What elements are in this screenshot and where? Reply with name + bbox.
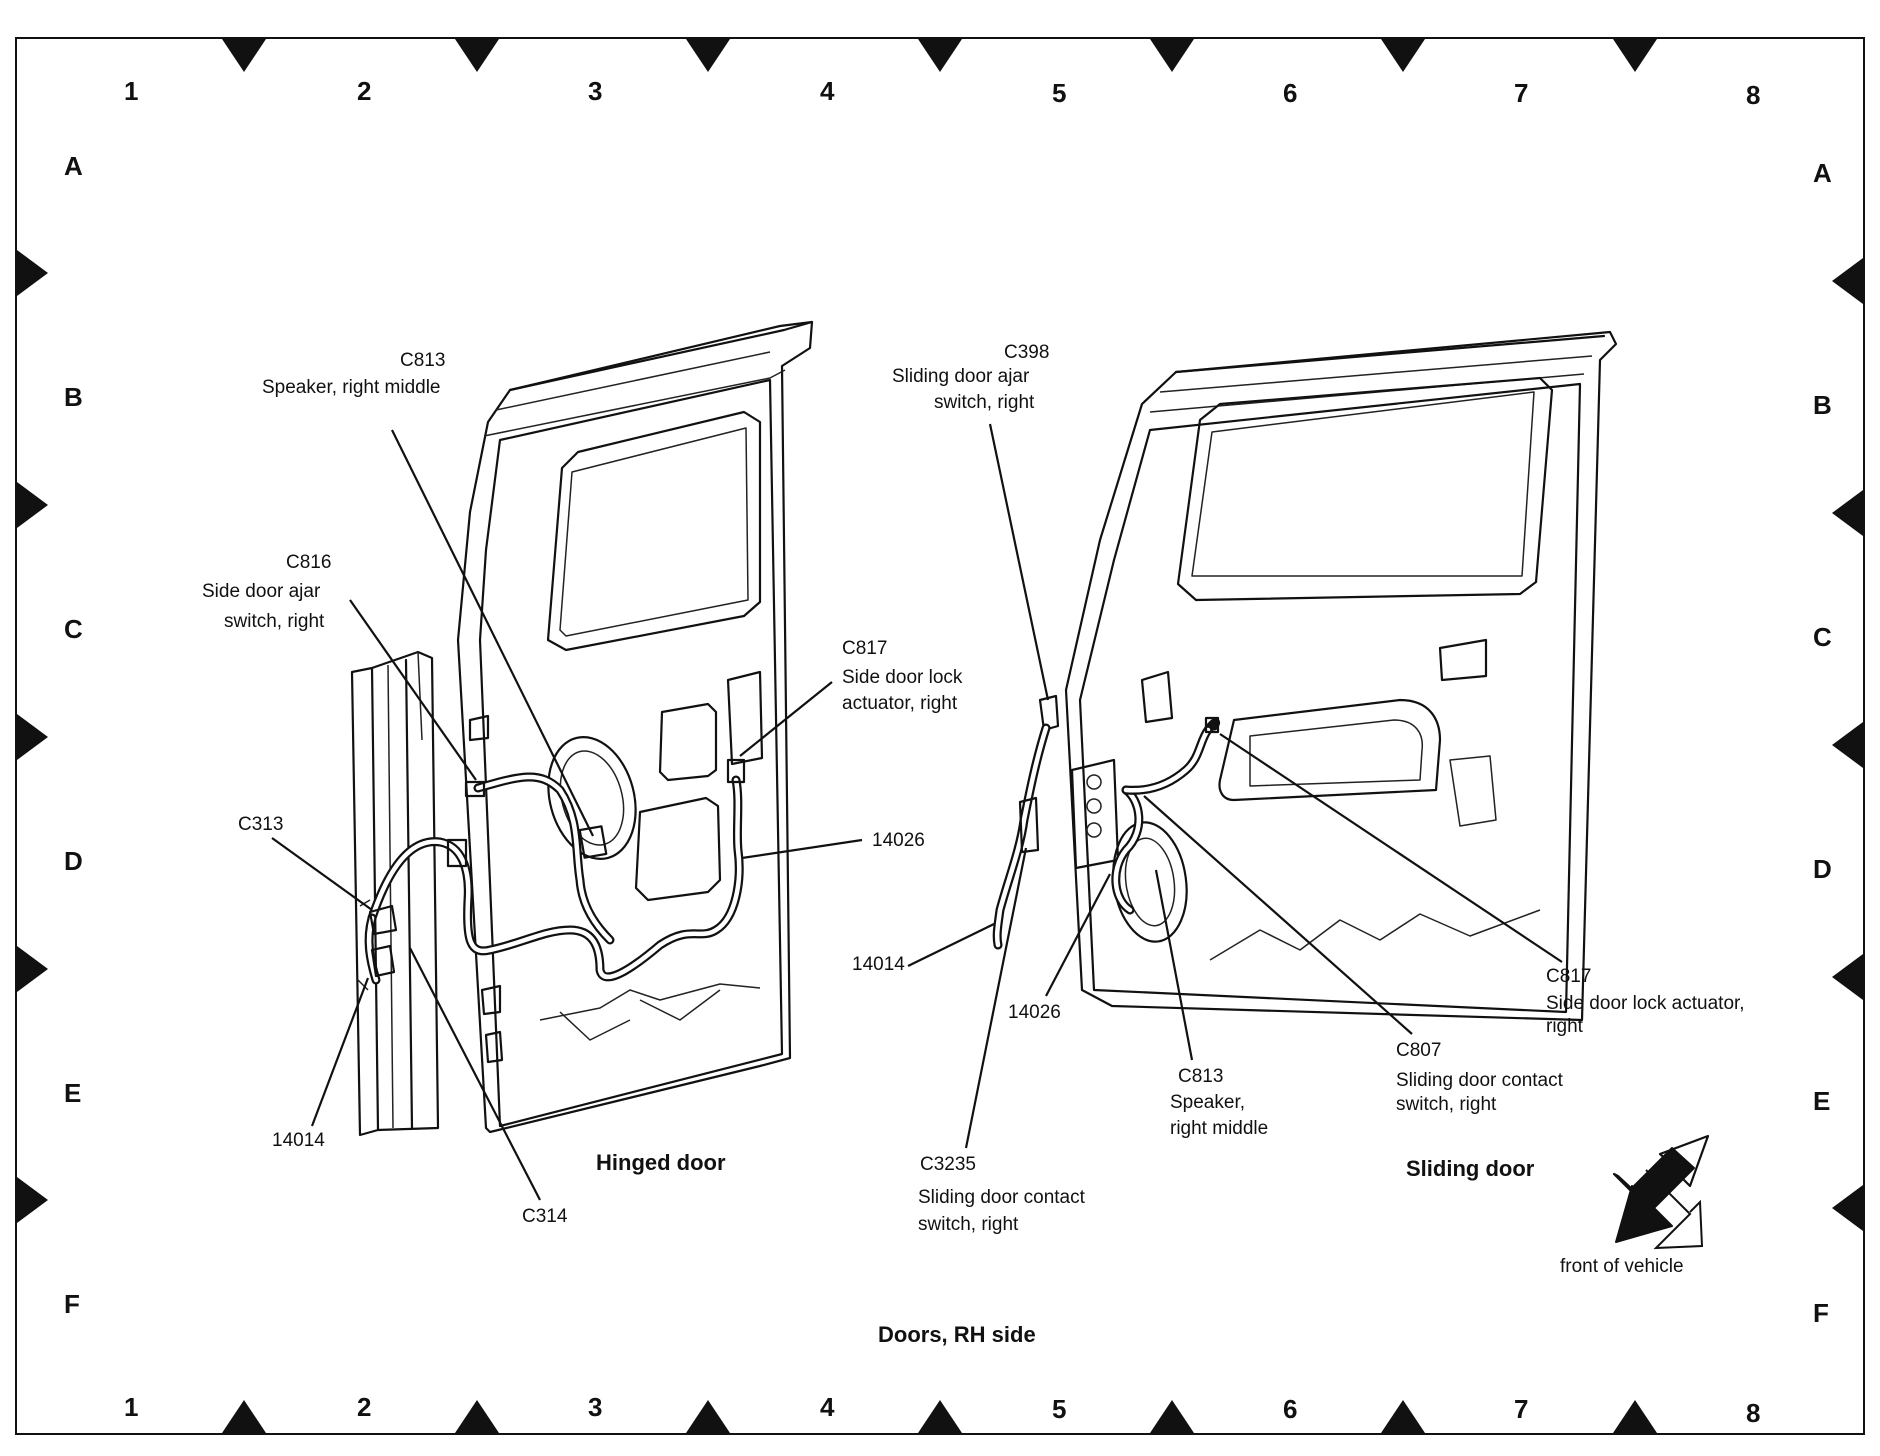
- zone-markers-left: [17, 250, 48, 1223]
- row-A-left: A: [64, 151, 83, 181]
- sliding-door-callouts: C398 Sliding door ajar switch, right 140…: [852, 342, 1745, 1235]
- c3235-id: C3235: [920, 1154, 976, 1175]
- c816-desc-1: Side door ajar: [202, 581, 321, 602]
- c813-sliding-desc-1: Speaker,: [1170, 1092, 1245, 1113]
- h14026-hinged-label: 14026: [872, 830, 925, 851]
- right-row-letters: A B C D E F: [1813, 158, 1832, 1328]
- bottom-column-numbers: 1 2 3 4 5 6 7 8: [124, 1392, 1760, 1428]
- col-1-top: 1: [124, 76, 138, 106]
- c813-hinged-desc: Speaker, right middle: [262, 377, 441, 398]
- left-row-letters: A B C D E F: [64, 151, 83, 1319]
- row-E-left: E: [64, 1078, 81, 1108]
- h14014-hinged-label: 14014: [272, 1130, 325, 1151]
- row-D-right: D: [1813, 854, 1832, 884]
- hinged-door-illustration: [350, 320, 814, 1137]
- diagram-border: [15, 37, 1865, 1435]
- col-2-bottom: 2: [357, 1392, 371, 1422]
- c813-hinged-id: C813: [400, 350, 445, 371]
- c817-sliding-desc-2: right: [1546, 1016, 1584, 1037]
- c3235-desc-1: Sliding door contact: [918, 1187, 1086, 1208]
- row-E-right: E: [1813, 1086, 1830, 1116]
- sliding-door-title: Sliding door: [1406, 1156, 1535, 1181]
- row-B-right: B: [1813, 390, 1832, 420]
- col-5-bottom: 5: [1052, 1394, 1066, 1424]
- row-F-left: F: [64, 1289, 80, 1319]
- zone-markers-right: [1832, 258, 1863, 1231]
- row-F-right: F: [1813, 1298, 1829, 1328]
- col-4-bottom: 4: [820, 1392, 835, 1422]
- row-A-right: A: [1813, 158, 1832, 188]
- hinged-door-callouts: C813 Speaker, right middle C816 Side doo…: [202, 350, 963, 1227]
- c398-desc-1: Sliding door ajar: [892, 366, 1030, 387]
- c817-sliding-id: C817: [1546, 966, 1591, 987]
- c398-desc-2: switch, right: [934, 392, 1035, 413]
- col-8-top: 8: [1746, 80, 1760, 110]
- zone-markers-bottom: [222, 1400, 1657, 1433]
- col-7-top: 7: [1514, 78, 1528, 108]
- c816-id: C816: [286, 552, 331, 573]
- c813-sliding-desc-2: right middle: [1170, 1118, 1268, 1139]
- row-C-left: C: [64, 614, 83, 644]
- col-8-bottom: 8: [1746, 1398, 1760, 1428]
- c313-label: C313: [238, 814, 283, 835]
- c807-id: C807: [1396, 1040, 1441, 1061]
- col-2-top: 2: [357, 76, 371, 106]
- front-of-vehicle-label: front of vehicle: [1560, 1256, 1684, 1277]
- h14014-sliding-label: 14014: [852, 954, 905, 975]
- c807-desc-2: switch, right: [1396, 1094, 1497, 1115]
- c817-sliding-desc-1: Side door lock actuator,: [1546, 993, 1745, 1014]
- c314-label: C314: [522, 1206, 568, 1227]
- front-of-vehicle-indicator: front of vehicle: [1560, 1134, 1710, 1277]
- c816-desc-2: switch, right: [224, 611, 325, 632]
- sliding-door-illustration: [992, 330, 1618, 1022]
- col-4-top: 4: [820, 76, 835, 106]
- col-6-top: 6: [1283, 78, 1297, 108]
- row-C-right: C: [1813, 622, 1832, 652]
- c807-desc-1: Sliding door contact: [1396, 1070, 1564, 1091]
- col-5-top: 5: [1052, 78, 1066, 108]
- arrow-down-left-icon: [1612, 1134, 1710, 1250]
- zone-markers-top: [222, 39, 1657, 72]
- c817-hinged-desc-2: actuator, right: [842, 693, 958, 714]
- c398-id: C398: [1004, 342, 1049, 363]
- col-3-bottom: 3: [588, 1392, 602, 1422]
- col-1-bottom: 1: [124, 1392, 138, 1422]
- h14026-sliding-label: 14026: [1008, 1002, 1061, 1023]
- row-B-left: B: [64, 382, 83, 412]
- c3235-desc-2: switch, right: [918, 1214, 1019, 1235]
- diagram-title: Doors, RH side: [878, 1322, 1036, 1347]
- c817-hinged-id: C817: [842, 638, 887, 659]
- col-7-bottom: 7: [1514, 1394, 1528, 1424]
- c813-sliding-id: C813: [1178, 1066, 1223, 1087]
- row-D-left: D: [64, 846, 83, 876]
- c817-hinged-desc-1: Side door lock: [842, 667, 963, 688]
- col-6-bottom: 6: [1283, 1394, 1297, 1424]
- hinged-door-title: Hinged door: [596, 1150, 726, 1175]
- col-3-top: 3: [588, 76, 602, 106]
- top-column-numbers: 1 2 3 4 5 6 7 8: [124, 76, 1760, 110]
